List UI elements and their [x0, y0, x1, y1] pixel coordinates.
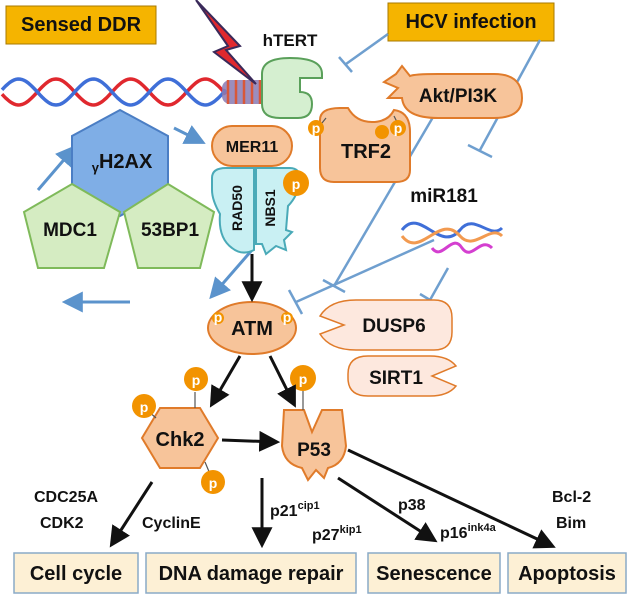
svg-text:RAD50: RAD50	[229, 185, 245, 231]
svg-text:TRF2: TRF2	[341, 141, 391, 163]
phospho-icon: p	[390, 120, 406, 136]
svg-text:p: p	[209, 475, 218, 491]
phospho-icon: p	[201, 470, 225, 494]
svg-text:HCV infection: HCV infection	[405, 11, 536, 33]
svg-text:P53: P53	[297, 440, 331, 461]
sirt1-protein: SIRT1	[347, 355, 458, 397]
svg-text:p: p	[214, 309, 223, 325]
sensed-ddr-header: Sensed DDR	[5, 5, 157, 45]
svg-text:Bcl-2: Bcl-2	[552, 489, 591, 506]
svg-text:miR181: miR181	[410, 186, 478, 207]
svg-text:p16ink4a: p16ink4a	[440, 522, 497, 542]
svg-text:53BP1: 53BP1	[141, 220, 200, 241]
svg-text:p: p	[394, 120, 403, 136]
activation-arrows-black	[109, 254, 556, 549]
inhibition-lines	[287, 32, 542, 315]
outcome-apoptosis: Apoptosis	[507, 552, 627, 594]
h2ax-hexagon: γH2AX	[71, 108, 169, 218]
svg-text:Chk2: Chk2	[156, 429, 205, 451]
outcome-cell-cycle: Cell cycle	[13, 552, 139, 594]
dusp6-protein: DUSP6	[318, 299, 453, 351]
phospho-icon: p	[132, 394, 156, 418]
mir181-rna: miR181	[400, 186, 504, 254]
svg-text:Apoptosis: Apoptosis	[518, 563, 616, 585]
akt-pi3k-protein: Akt/PI3K	[381, 64, 524, 119]
outcome-dna-repair: DNA damage repair	[145, 552, 357, 594]
svg-text:p: p	[140, 399, 149, 415]
svg-text:MDC1: MDC1	[43, 220, 97, 241]
svg-text:Sensed DDR: Sensed DDR	[21, 14, 142, 36]
svg-text:Senescence: Senescence	[376, 563, 492, 585]
svg-text:DUSP6: DUSP6	[362, 316, 425, 337]
svg-text:CDK2: CDK2	[40, 515, 84, 532]
htert-protein: hTERT	[261, 31, 323, 119]
svg-text:p21cip1: p21cip1	[270, 500, 320, 520]
svg-text:Akt/PI3K: Akt/PI3K	[419, 86, 497, 107]
svg-text:DNA damage repair: DNA damage repair	[159, 563, 344, 585]
phospho-markers: p p p p p p p p p	[132, 120, 406, 494]
svg-text:p: p	[312, 120, 321, 136]
svg-text:p: p	[283, 309, 292, 325]
mer11-protein: MER11	[211, 125, 293, 167]
svg-text:MER11: MER11	[226, 139, 279, 156]
phospho-icon: p	[212, 309, 224, 325]
svg-text:p27kip1: p27kip1	[312, 524, 362, 544]
dna-damage-lightning-icon	[195, 0, 257, 85]
svg-text:NBS1: NBS1	[262, 189, 278, 227]
activation-arrows-blue	[36, 125, 254, 313]
phospho-icon: p	[308, 120, 324, 136]
svg-text:Bim: Bim	[556, 515, 586, 532]
chk2-protein: Chk2	[140, 407, 220, 469]
svg-text:ATM: ATM	[231, 318, 273, 340]
phospho-icon: p	[283, 170, 309, 196]
atm-protein: ATM	[207, 301, 297, 355]
phospho-icon: p	[184, 367, 208, 391]
target-labels: CDC25A CDK2 CyclinE p21cip1 p27kip1 p38 …	[34, 489, 591, 544]
svg-text:SIRT1: SIRT1	[369, 368, 423, 389]
outcome-senescence: Senescence	[367, 552, 501, 594]
p53-protein: P53	[280, 409, 348, 482]
53bp1-pentagon: 53BP1	[122, 182, 216, 269]
svg-text:γH2AX: γH2AX	[92, 151, 153, 175]
svg-text:hTERT: hTERT	[263, 31, 318, 50]
svg-text:CDC25A: CDC25A	[34, 489, 98, 506]
svg-text:p: p	[292, 176, 301, 192]
mdc1-pentagon: MDC1	[22, 182, 122, 269]
trf2-protein: TRF2	[319, 107, 411, 183]
svg-text:p: p	[299, 371, 308, 387]
phospho-icon: p	[290, 365, 316, 391]
hcv-infection-header: HCV infection	[387, 2, 555, 42]
phospho-icon: p	[281, 309, 293, 325]
svg-text:p38: p38	[398, 497, 426, 514]
svg-text:Cell cycle: Cell cycle	[30, 563, 122, 585]
svg-text:p: p	[192, 372, 201, 388]
svg-text:CyclinE: CyclinE	[142, 515, 201, 532]
